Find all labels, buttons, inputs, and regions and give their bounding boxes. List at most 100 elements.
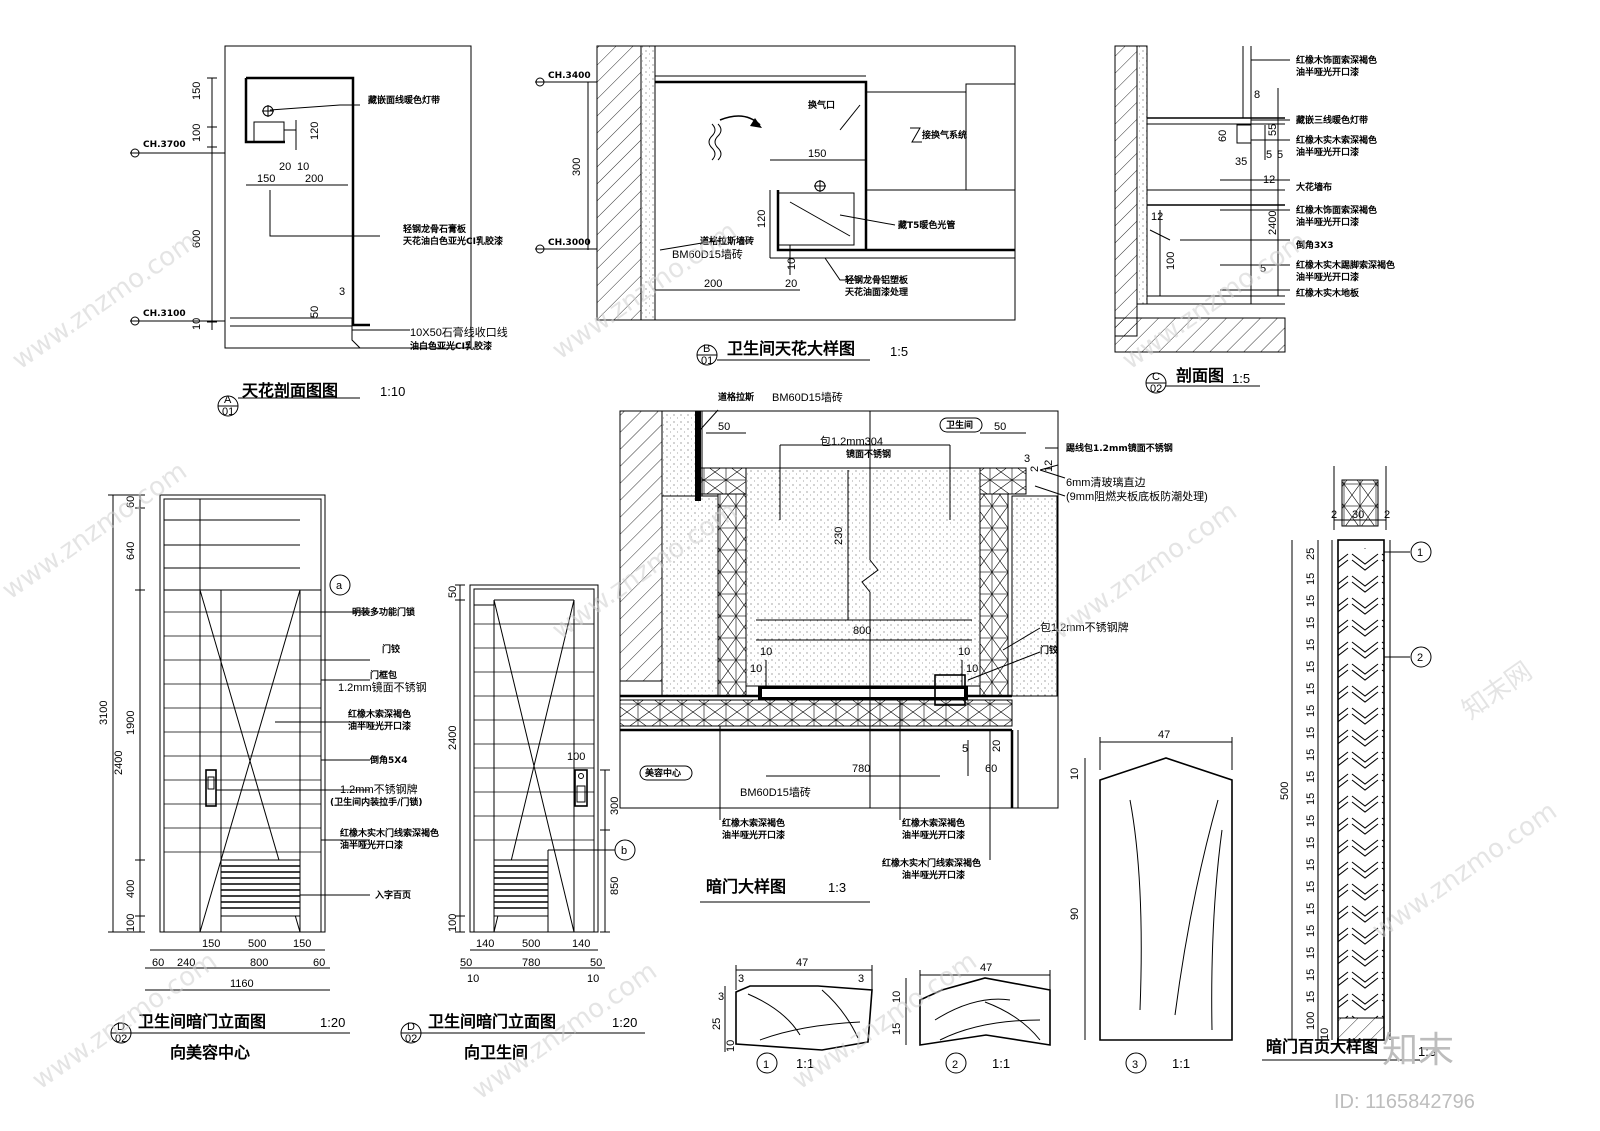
c-note-6: 大花墙布 <box>1296 181 1332 193</box>
d1-note-plate-desc: (卫生间内装拉手/门锁) <box>330 796 423 808</box>
drawing-c-section <box>1114 45 1290 353</box>
e-room-bottom: 美容中心 <box>645 767 681 779</box>
e-note-douglas: 道格拉斯 <box>718 391 754 403</box>
b-note-vent: 换气口 <box>808 99 835 111</box>
d1p-dim-10: 10 <box>725 1040 737 1052</box>
f-dim-15-8: 15 <box>1305 727 1317 739</box>
e-dim-50: 50 <box>718 421 730 433</box>
f-dim-15-19: 15 <box>1305 969 1317 981</box>
c-dim-12: 12 <box>1263 174 1275 186</box>
d1-dim-60h2: 60 <box>313 957 325 969</box>
c-dim-2400: 2400 <box>1267 211 1279 235</box>
d1p-dim-47: 47 <box>796 957 808 969</box>
d2-dim-50h: 50 <box>460 957 472 969</box>
d3p-dim-90: 90 <box>1069 908 1081 920</box>
e-dim-12: 12 <box>1043 460 1055 472</box>
e-note-doorline-paint: 油半哑光开口漆 <box>902 869 965 881</box>
wm-10: www.znzmo.com <box>1367 796 1563 946</box>
c-note-8: 油半哑光开口漆 <box>1296 216 1359 228</box>
f-dim-15-14: 15 <box>1305 859 1317 871</box>
d2-callout-b: b <box>621 845 627 857</box>
e-note-plate: 包1.2mm不锈钢牌 <box>1040 620 1129 634</box>
e-dim-10a: 10 <box>760 646 772 658</box>
d2-dim-780: 780 <box>522 957 540 969</box>
e-note-oak1-paint: 油半哑光开口漆 <box>722 829 785 841</box>
drawing-d1-door-elevation <box>108 494 370 991</box>
c-dim-5b: 5 <box>1277 149 1283 161</box>
e-dim-780: 780 <box>852 763 870 775</box>
brand-logo: 知末 <box>1382 1030 1454 1071</box>
e-note-doorline: 红橡木实木门线索深褐色 <box>882 857 981 869</box>
a-dim-10b: 10 <box>191 318 203 330</box>
b-note-t5: 藏T5暖色光管 <box>898 219 955 231</box>
d1-note-chamfer: 倒角5X4 <box>369 754 407 766</box>
detail-1-profile <box>724 965 873 1074</box>
e-note-bm: BM60D15墙砖 <box>772 390 843 404</box>
f-dim-15-10: 15 <box>1305 771 1317 783</box>
d2-dim-100b: 100 <box>567 751 585 763</box>
d3p-scale: 1:1 <box>1172 1056 1190 1071</box>
e-note-mirror: 镜面不锈钢 <box>846 448 891 460</box>
f-dim-15-16: 15 <box>1305 903 1317 915</box>
e-dim-230: 230 <box>833 527 845 545</box>
c-dim-100: 100 <box>1165 252 1177 270</box>
d2-title: 卫生间暗门立面图 <box>428 1012 556 1031</box>
d2-title-tag <box>400 1022 645 1044</box>
c-note-7: 红橡木饰面索深褐色 <box>1296 204 1377 216</box>
d1-dim-2400: 2400 <box>113 751 125 775</box>
d1-note-steel: 1.2mm镜面不锈钢 <box>338 680 427 694</box>
d2-dim-10: 10 <box>467 973 479 985</box>
d1-subtitle: 向美容中心 <box>170 1043 250 1062</box>
d2p-num: 2 <box>952 1059 958 1071</box>
d1-note-oak: 红橡木索深褐色 <box>348 708 411 720</box>
b-dim-20: 20 <box>785 278 797 290</box>
f-dim-10: 10 <box>1319 1028 1331 1040</box>
d1-note-oak-paint: 油半哑光开口漆 <box>348 720 411 732</box>
drawing-d2-door-elevation <box>455 584 636 969</box>
e-dim-800: 800 <box>853 625 871 637</box>
wm-6: www.znzmo.com <box>1047 496 1243 646</box>
d1-scale: 1:20 <box>320 1015 345 1030</box>
d1-tag-letter: D <box>117 1021 125 1033</box>
a-dim-50: 50 <box>309 306 321 318</box>
d2-dim-100: 100 <box>447 914 459 932</box>
d1-dim-60h: 60 <box>152 957 164 969</box>
e-scale: 1:3 <box>828 880 846 895</box>
b-dim-150: 150 <box>808 148 826 160</box>
f-dim-15-2: 15 <box>1305 595 1317 607</box>
b-dim-300: 300 <box>571 158 583 176</box>
b-dim-120: 120 <box>756 210 768 228</box>
f-title: 暗门百页大样图 <box>1266 1037 1378 1056</box>
e-dim-60: 60 <box>985 763 997 775</box>
d1-dim-240: 240 <box>177 957 195 969</box>
d1p-dim-3c: 3 <box>718 991 724 1003</box>
a-dim-150: 150 <box>191 82 203 100</box>
a-tag-sheet: 01 <box>222 406 234 418</box>
d1-note-hinge: 门铰 <box>382 643 400 655</box>
c-dim-5: 5 <box>1266 149 1272 161</box>
d2-subtitle: 向卫生间 <box>464 1043 528 1062</box>
a-dim-600: 600 <box>191 230 203 248</box>
wm-1: www.znzmo.com <box>7 226 203 376</box>
d1-callout-a: a <box>336 580 343 592</box>
d2-dim-2400: 2400 <box>447 726 459 750</box>
e-dim-5: 5 <box>962 743 968 755</box>
d3p-dim-47: 47 <box>1158 729 1170 741</box>
f-dim-15-1: 15 <box>1305 573 1317 585</box>
d1-dim-150: 150 <box>202 938 220 950</box>
d1-dim-3100: 3100 <box>98 701 110 725</box>
a-dim-200: 200 <box>305 173 323 185</box>
d1-note-louver: 入字百页 <box>374 889 411 901</box>
d1-dim-1160: 1160 <box>230 978 254 990</box>
f-dim-15-5: 15 <box>1305 661 1317 673</box>
d1-tag-sheet: 02 <box>115 1033 127 1045</box>
a-tag-letter: A <box>224 394 232 406</box>
e-room-top: 卫生间 <box>946 419 973 431</box>
e-note-glass: 6mm清玻璃直边 <box>1066 475 1145 489</box>
b-tag-sheet: 01 <box>701 355 713 367</box>
a-level-1: CH.3700 <box>143 140 186 150</box>
d2p-dim-15: 15 <box>891 1023 903 1035</box>
c-note-1: 红橡木饰面索深褐色 <box>1296 54 1377 66</box>
c-note-2: 油半哑光开口漆 <box>1296 66 1359 78</box>
f-dim-100: 100 <box>1305 1012 1317 1030</box>
